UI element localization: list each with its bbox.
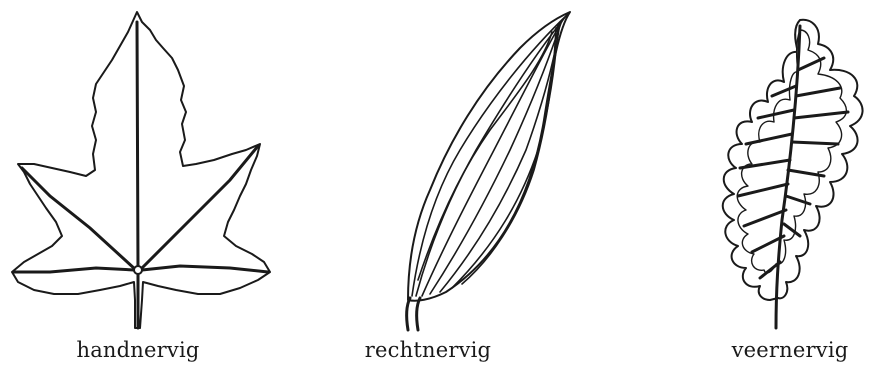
palmate-leaf-icon [0,0,290,340]
leaf-label-parallel: rechtnervig [365,338,491,362]
palmate-vein-junction [134,266,142,274]
leaf-pinnate-panel: veernervig [700,0,872,373]
leaf-parallel-panel: rechtnervig [290,0,590,373]
palmate-midrib [137,22,138,328]
pinnate-leaf-icon [700,0,872,340]
parallel-leaf-outline [408,12,570,301]
leaf-label-palmate: handnervig [76,338,199,362]
palmate-leaf-outline [12,12,270,328]
parallel-stem [417,298,420,330]
parallel-leaf-icon [290,0,590,340]
leaf-palmate-panel: handnervig [0,0,290,373]
leaf-label-pinnate: veernervig [732,338,849,362]
parallel-stem-2 [407,298,410,330]
